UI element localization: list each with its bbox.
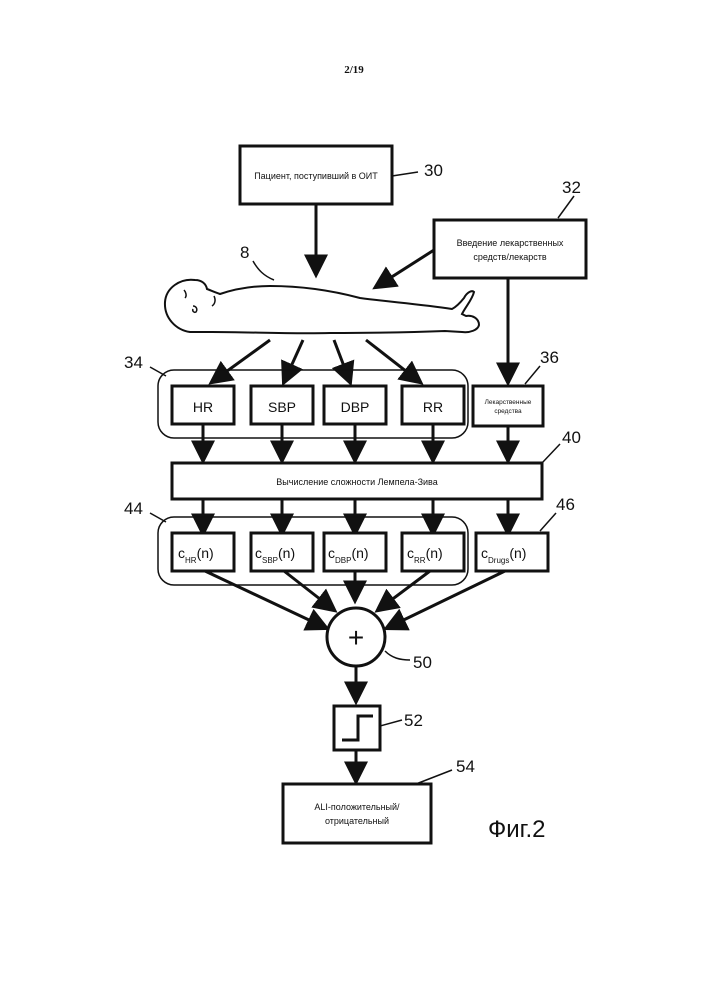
result-label-line1: ALI-положительный/	[314, 802, 400, 812]
drugs-small-label-line2: средства	[494, 408, 522, 415]
result-label-line2: отрицательный	[325, 816, 389, 826]
drugs-small-label-line1: Лекарственные	[485, 399, 532, 406]
ref-50: 50	[413, 653, 432, 672]
ref-52: 52	[404, 711, 423, 730]
ref-36: 36	[540, 348, 559, 367]
ref-30: 30	[424, 161, 443, 180]
lz-complexity-label: Вычисление сложности Лемпела-Зива	[276, 477, 437, 487]
ref-8: 8	[240, 243, 249, 262]
patient-body-figure	[165, 280, 479, 334]
ref-34-leader	[150, 367, 166, 376]
arrow-crr-to-sum	[378, 571, 430, 610]
page-number: 2/19	[344, 64, 364, 76]
summation-symbol: +	[348, 622, 364, 653]
ref-54-leader	[416, 770, 452, 784]
signal-label-rr: RR	[423, 399, 443, 415]
ref-32: 32	[562, 178, 581, 197]
ref-30-leader	[392, 172, 418, 176]
drug-admin-label-line1: Введение лекарственных	[457, 238, 564, 248]
arrow-body-to-hr	[212, 340, 270, 382]
ref-52-leader	[380, 720, 402, 726]
ref-46-leader	[540, 513, 556, 531]
signal-label-hr: HR	[193, 399, 213, 415]
drug-admin-label-line2: средств/лекарств	[473, 252, 546, 262]
ref-8-leader	[253, 261, 274, 280]
ref-44-leader	[150, 513, 166, 522]
drugs-small-box	[473, 386, 543, 426]
arrow-body-to-dbp	[334, 340, 350, 382]
ref-40-leader	[542, 444, 560, 463]
arrow-cdrugs-to-sum	[387, 571, 505, 628]
patient-box-label: Пациент, поступивший в ОИТ	[254, 171, 378, 181]
arrow-csbp-to-sum	[284, 571, 334, 610]
ref-32-leader	[558, 196, 574, 218]
arrow-body-to-sbp	[284, 340, 303, 382]
ref-54: 54	[456, 757, 475, 776]
ref-44: 44	[124, 499, 143, 518]
drug-admin-box	[434, 220, 586, 278]
arrow-drugs-to-body	[376, 250, 434, 287]
signal-label-dbp: DBP	[341, 399, 370, 415]
ref-40: 40	[562, 428, 581, 447]
ref-46: 46	[556, 495, 575, 514]
arrow-body-to-rr	[366, 340, 420, 382]
figure-label: Фиг.2	[488, 816, 546, 843]
ref-36-leader	[525, 366, 540, 384]
result-box	[283, 784, 431, 843]
ref-34: 34	[124, 353, 143, 372]
arrow-chr-to-sum	[205, 571, 326, 628]
ref-50-leader	[385, 651, 410, 660]
signal-label-sbp: SBP	[268, 399, 296, 415]
